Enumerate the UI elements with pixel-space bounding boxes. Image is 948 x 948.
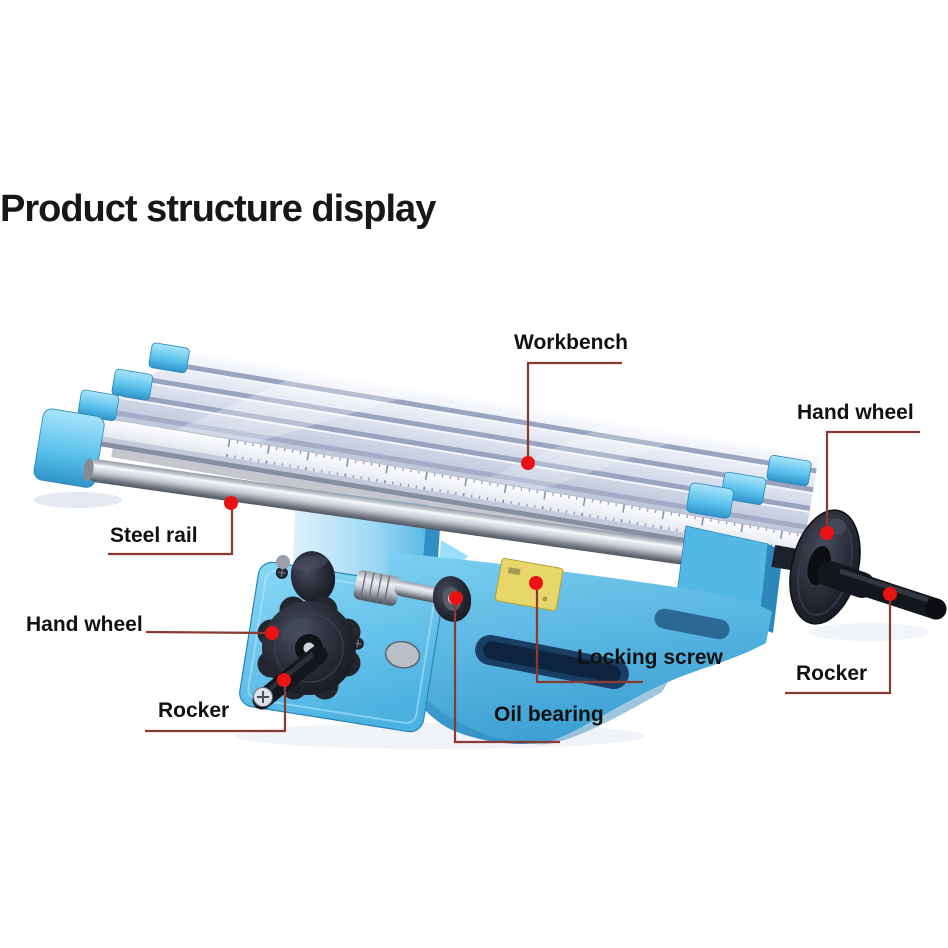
vise-base (388, 552, 772, 745)
label-locking-screw: Locking screw (577, 646, 723, 669)
base-slot (475, 634, 629, 690)
t-slot-surface (95, 338, 819, 534)
page-title: Product structure display (0, 188, 436, 230)
dot-hand-wheel-right (820, 526, 834, 540)
bearing-boss-left (290, 551, 336, 603)
base-slot-small (654, 608, 730, 640)
table-clamp-caps-right (686, 455, 812, 519)
label-workbench: Workbench (514, 331, 628, 354)
locking-screw-tag (494, 557, 564, 612)
annotation-dots (224, 456, 897, 687)
leader-workbench (526, 361, 622, 460)
dot-workbench (521, 456, 535, 470)
ruler-scale (90, 416, 806, 563)
label-hand-wheel-right: Hand wheel (797, 401, 914, 424)
leader-hand-wheel-right (825, 430, 920, 530)
lead-screw-thread (353, 570, 401, 606)
label-rocker-right: Rocker (796, 662, 868, 685)
dot-rocker-right (883, 587, 897, 601)
dot-steel-rail (224, 496, 238, 510)
dot-oil-bearing (449, 591, 463, 605)
steel-rail (83, 458, 743, 572)
leader-steel-rail (108, 506, 234, 556)
leader-hand-wheel-left (145, 630, 269, 635)
label-steel-rail: Steel rail (110, 524, 198, 547)
leader-rocker-left (145, 684, 287, 733)
dot-rocker-left (277, 673, 291, 687)
dot-locking-screw (529, 576, 543, 590)
leader-rocker-right (785, 598, 892, 695)
leader-oil-bearing (453, 602, 560, 744)
dot-hand-wheel-left (265, 626, 279, 640)
label-rocker-left: Rocker (158, 699, 230, 722)
plate-button (384, 640, 421, 669)
leader-lines (108, 361, 920, 744)
leader-locking-screw (535, 587, 643, 684)
label-hand-wheel-left: Hand wheel (26, 613, 143, 636)
label-oil-bearing: Oil bearing (494, 703, 604, 726)
